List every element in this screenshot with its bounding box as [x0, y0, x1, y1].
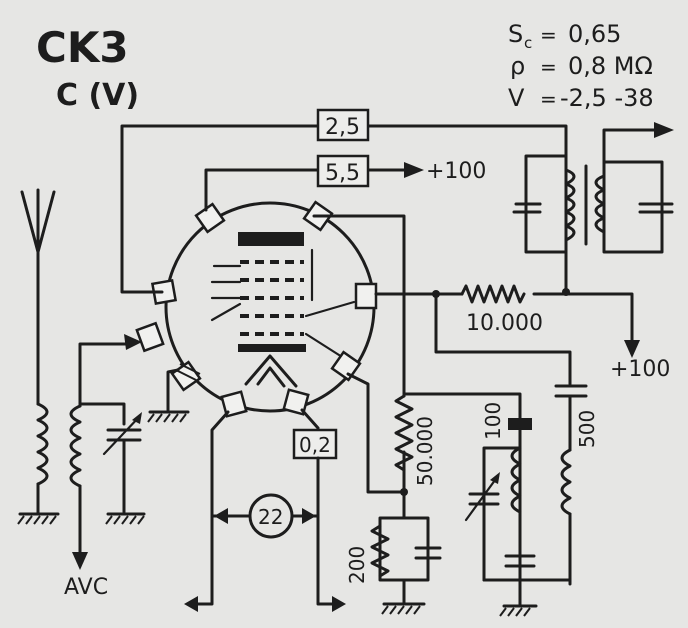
resistor-box-bias: [292, 428, 338, 460]
tube-name: CK3: [36, 23, 129, 72]
resistor-box-mid: [316, 154, 370, 188]
label-r-cath: 200: [345, 546, 369, 584]
heater-label-circle: [248, 493, 294, 539]
label-bplus-top: +100: [426, 159, 486, 184]
resistor-grid: [394, 394, 414, 472]
svg-text:c: c: [524, 34, 532, 52]
label-avc: AVC: [64, 575, 108, 600]
input-coil-secondary: [69, 404, 82, 488]
tube-electrodes: [210, 232, 356, 388]
wire-mid: [204, 168, 320, 212]
spec-sc: 0,65: [568, 20, 621, 48]
wire-grid-lead: [312, 214, 406, 398]
spec-block: S c = 0,65 ρ = 0,8 MΩ V = -2,5 -38: [508, 20, 654, 112]
resistor-cathode: [370, 524, 390, 578]
label-r-grid: 50.000: [413, 416, 437, 486]
output-transformer: [512, 122, 674, 292]
svg-text:S: S: [508, 20, 523, 48]
svg-text:=: =: [540, 23, 557, 47]
label-r-top: 2,5: [325, 115, 360, 140]
resistor-box-top: [316, 108, 370, 142]
label-r-mid: 5,5: [325, 161, 360, 186]
cap-100-plate: [508, 418, 532, 430]
label-r-anode: 10.000: [466, 311, 543, 336]
label-cap-500: 500: [575, 410, 599, 448]
antenna: [20, 188, 56, 406]
wire-top-right: [366, 124, 568, 158]
spec-v: -2,5 -38: [560, 84, 654, 112]
wire-screen-top: [120, 124, 320, 294]
svg-text:=: =: [540, 55, 557, 79]
label-cap-100: 100: [481, 402, 505, 440]
spec-rho: 0,8 MΩ: [568, 52, 653, 80]
resistor-anode: [460, 284, 526, 304]
wire-coupling: [434, 292, 572, 386]
tube-pins: [135, 200, 378, 418]
heater-lead-left: [192, 410, 230, 606]
label-r-bias: 0,2: [299, 433, 331, 457]
svg-text:=: =: [540, 87, 557, 111]
svg-text:ρ: ρ: [510, 52, 525, 80]
label-heater: 22: [258, 505, 283, 529]
wire-bplus-right: [532, 292, 634, 348]
svg-text:V: V: [508, 84, 525, 112]
tube-variant: C (V): [56, 78, 139, 113]
label-bplus-right: +100: [610, 357, 670, 382]
input-coil-primary: [36, 402, 49, 486]
